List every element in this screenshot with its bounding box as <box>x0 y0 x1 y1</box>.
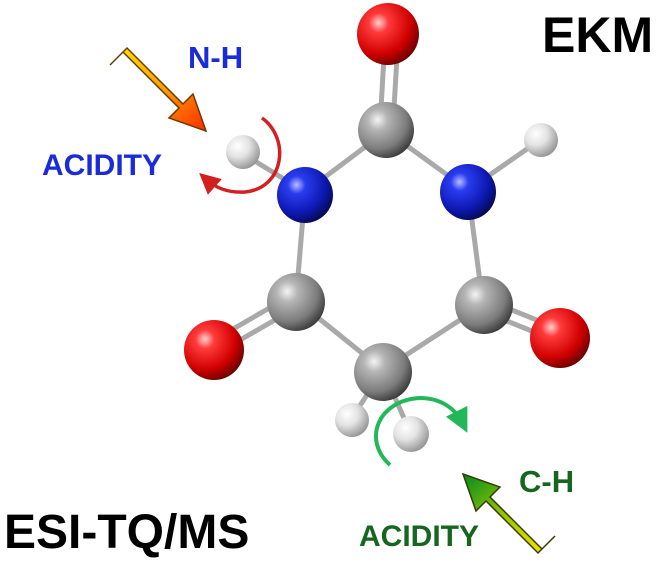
hydrogen-atom-c5-back <box>335 403 369 437</box>
ch-rotation-arrow <box>374 395 468 467</box>
carbon-atom-c5 <box>354 343 412 401</box>
hydrogen-atom-c5-front <box>393 416 429 452</box>
ch-acidity-arrow <box>461 472 556 555</box>
nh-acidity-arrow <box>109 46 208 133</box>
atoms <box>184 3 590 452</box>
acidity-bottom-label: ACIDITY <box>359 520 479 553</box>
method-label: ESI-TQ/MS <box>4 506 250 559</box>
carbon-atom-c6 <box>267 273 325 331</box>
hydrogen-atom-n1 <box>226 135 260 169</box>
carbon-atom-c2 <box>358 102 414 158</box>
acidity-top-label: ACIDITY <box>42 149 162 182</box>
ekm-label: EKM <box>542 7 654 63</box>
ch-label: C-H <box>519 464 575 499</box>
hydrogen-atom-n3 <box>524 123 558 157</box>
nitrogen-atom-n1 <box>277 167 333 223</box>
nh-label: N-H <box>188 40 244 75</box>
oxygen-atom-right <box>530 308 590 368</box>
nitrogen-atom-n3 <box>440 164 496 220</box>
nh-rotation-arrow <box>199 116 282 195</box>
carbon-atom-c4 <box>455 276 513 334</box>
oxygen-atom-top <box>357 3 419 65</box>
oxygen-atom-left <box>184 320 244 380</box>
